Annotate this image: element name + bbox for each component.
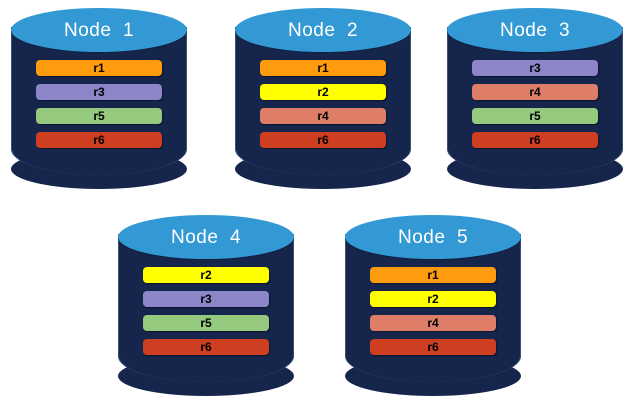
replica-bar[interactable]: r4 <box>260 108 386 124</box>
replica-bar[interactable]: r5 <box>143 315 269 331</box>
replica-list: r2 r3 r5 r6 <box>143 267 269 355</box>
replica-bar[interactable]: r4 <box>472 84 598 100</box>
replica-bar[interactable]: r2 <box>143 267 269 283</box>
replica-bar[interactable]: r2 <box>370 291 496 307</box>
node-label: Node 3 <box>499 20 571 41</box>
node-top-ellipse <box>447 8 623 52</box>
node-cylinder-3[interactable]: Node 3 r3 r4 r5 r6 <box>447 8 623 194</box>
replica-bar[interactable]: r1 <box>370 267 496 283</box>
replica-bar[interactable]: r3 <box>143 291 269 307</box>
replica-bar[interactable]: r1 <box>36 60 162 76</box>
node-label: Node 1 <box>63 20 135 41</box>
replica-list: r1 r3 r5 r6 <box>36 60 162 148</box>
node-label: Node 4 <box>170 227 242 248</box>
replica-bar[interactable]: r6 <box>36 132 162 148</box>
replica-bar[interactable]: r3 <box>472 60 598 76</box>
replica-bar[interactable]: r5 <box>472 108 598 124</box>
node-top-ellipse <box>235 8 411 52</box>
node-cylinder-4[interactable]: Node 4 r2 r3 r5 r6 <box>118 215 294 401</box>
replica-bar[interactable]: r6 <box>472 132 598 148</box>
node-cylinder-5[interactable]: Node 5 r1 r2 r4 r6 <box>345 215 521 401</box>
replica-bar[interactable]: r3 <box>36 84 162 100</box>
node-top-ellipse <box>345 215 521 259</box>
node-label: Node 2 <box>287 20 359 41</box>
replica-list: r1 r2 r4 r6 <box>370 267 496 355</box>
replica-bar[interactable]: r4 <box>370 315 496 331</box>
node-top-ellipse <box>11 8 187 52</box>
replica-list: r1 r2 r4 r6 <box>260 60 386 148</box>
replica-list: r3 r4 r5 r6 <box>472 60 598 148</box>
replica-bar[interactable]: r6 <box>143 339 269 355</box>
replica-bar[interactable]: r1 <box>260 60 386 76</box>
node-cylinder-1[interactable]: Node 1 r1 r3 r5 r6 <box>11 8 187 194</box>
replica-bar[interactable]: r6 <box>260 132 386 148</box>
node-top-ellipse <box>118 215 294 259</box>
node-label: Node 5 <box>397 227 469 248</box>
replica-bar[interactable]: r5 <box>36 108 162 124</box>
node-cylinder-2[interactable]: Node 2 r1 r2 r4 r6 <box>235 8 411 194</box>
replica-bar[interactable]: r6 <box>370 339 496 355</box>
replica-bar[interactable]: r2 <box>260 84 386 100</box>
